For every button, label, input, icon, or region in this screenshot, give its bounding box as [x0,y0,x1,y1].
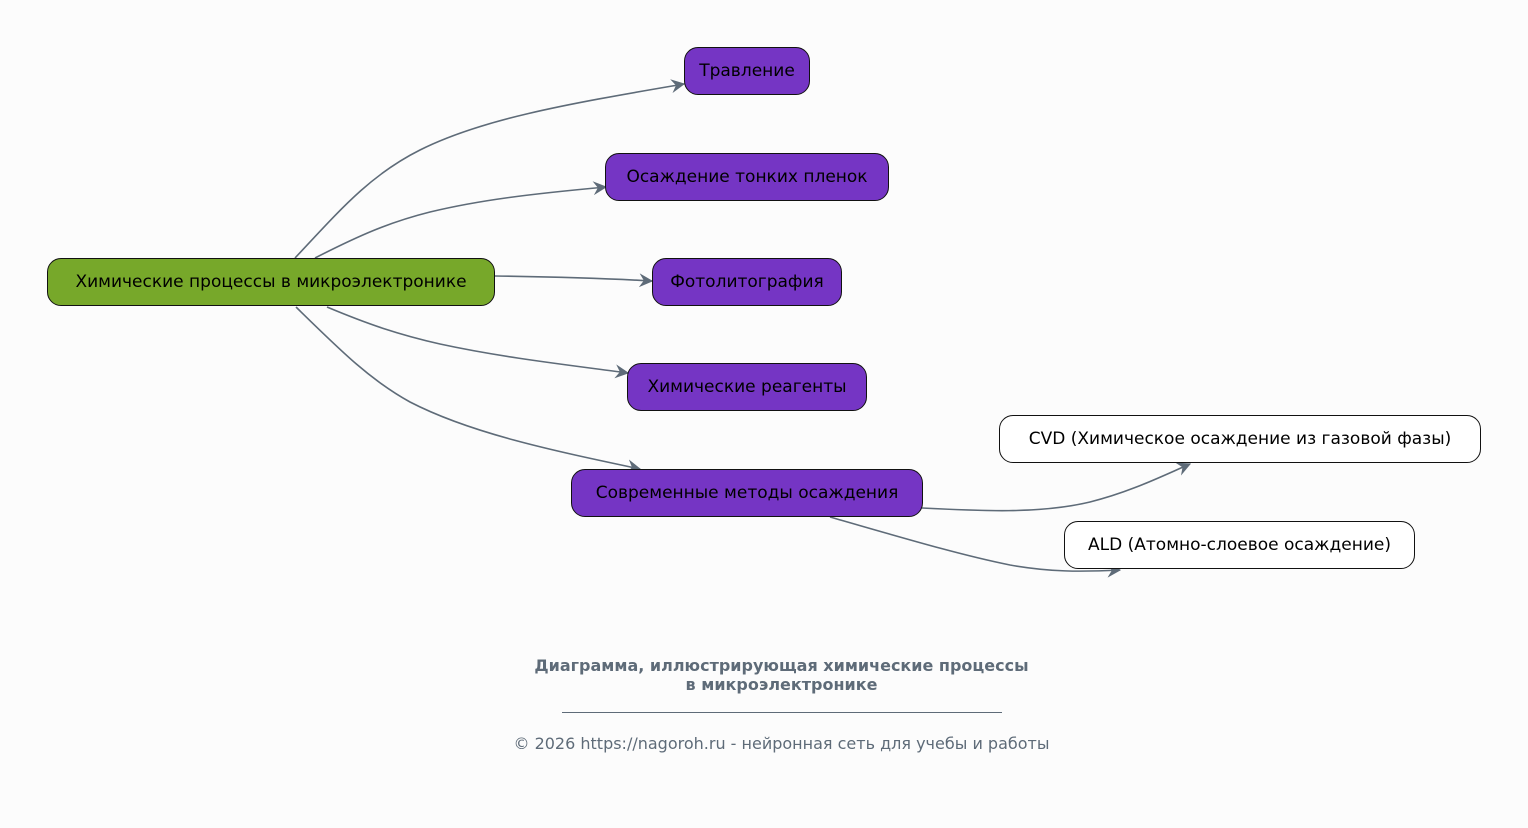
root-node[interactable]: Химические процессы в микроэлектронике [47,258,495,306]
caption-divider [562,712,1002,713]
edge-modern-to-ald [829,516,1122,578]
edge-root-to-reagents [326,306,630,379]
category-node-modern-deposition-methods[interactable]: Современные методы осаждения [571,469,923,517]
leaf-label: ALD (Атомно-слоевое осаждение) [1088,535,1391,555]
leaf-label: CVD (Химическое осаждение из газовой фаз… [1028,429,1452,449]
category-node-photolithography[interactable]: Фотолитография [652,258,842,306]
category-label: Фотолитография [670,272,824,292]
caption-line-1: Диаграмма, иллюстрирующая химические про… [534,656,1029,675]
category-node-etching[interactable]: Травление [684,47,810,95]
category-label: Осаждение тонких пленок [626,167,868,187]
edge-root-to-modern-methods [295,306,642,474]
caption-line-2: в микроэлектронике [685,675,878,694]
category-label: Травление [699,61,795,81]
footer-copyright: © 2026 https://nagoroh.ru - нейронная се… [513,734,1050,753]
edge-root-to-etching [294,79,686,259]
edge-modern-to-cvd [921,462,1192,512]
leaf-node-cvd[interactable]: CVD (Химическое осаждение из газовой фаз… [999,415,1481,463]
leaf-node-ald[interactable]: ALD (Атомно-слоевое осаждение) [1064,521,1415,569]
edge-root-to-thin-film [314,181,608,259]
category-label: Современные методы осаждения [595,483,899,503]
edge-root-to-photolithography [494,273,654,288]
category-node-thin-film-deposition[interactable]: Осаждение тонких пленок [605,153,889,201]
category-node-chemical-reagents[interactable]: Химические реагенты [627,363,867,411]
category-label: Химические реагенты [647,377,847,397]
diagram-caption-title: Диаграмма, иллюстрирующая химические про… [0,656,1528,694]
root-label: Химические процессы в микроэлектронике [75,272,467,292]
